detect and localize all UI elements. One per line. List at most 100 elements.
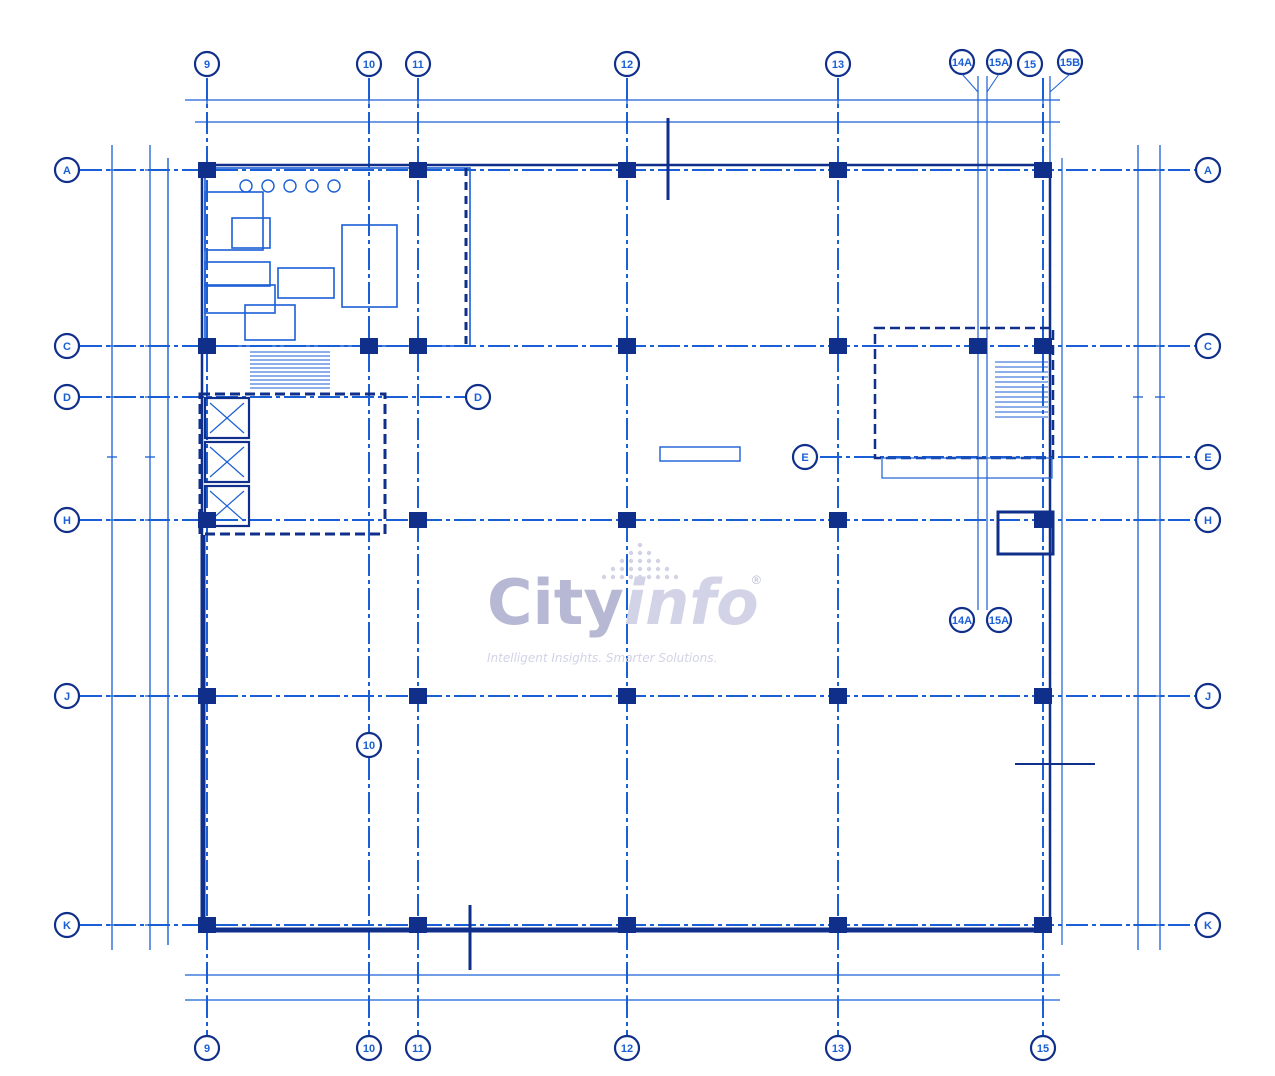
watermark-dot [646,550,652,556]
corridor [881,457,1053,479]
grid-bubble-label: 12 [621,59,633,71]
watermark-tagline: Intelligent Insights. Smarter Solutions. [487,651,717,665]
column [829,338,847,354]
grid-bubble-label: 11 [412,59,424,71]
room [277,267,335,299]
grid-bubble-K: K [1194,911,1222,939]
grid-bubble-circle [948,606,976,634]
watermark-dot [628,574,634,580]
grid-bubble-label: A [1204,165,1212,177]
grid-bubble-E: E [791,443,819,471]
grid-bubble-label: 14A [952,57,972,69]
column [1034,338,1052,354]
column [618,512,636,528]
stair-core [873,326,1055,460]
shaft [204,261,271,287]
watermark-dot [655,574,661,580]
column [969,338,987,354]
bubble-leader [1049,73,1071,93]
grid-lines [80,76,1195,1035]
grid-bubble-15A: 15A [985,606,1013,634]
grid-bubble-circle [404,50,432,78]
grid-bubble-D: D [464,383,492,411]
column [1034,162,1052,178]
grid-bubble-13: 13 [824,50,852,78]
grid-bubble-13: 13 [824,1034,852,1062]
grid-bubble-label: K [1204,920,1212,932]
grid-bubble-label: C [1204,341,1212,353]
grid-bubble-label: E [801,452,808,464]
watermark-dot [628,558,634,564]
grid-bubble-9: 9 [193,1034,221,1062]
grid-bubble-circle [613,1034,641,1062]
grid-bubble-J: J [53,682,81,710]
lift-cross [209,446,245,478]
grid-bubble-K: K [53,911,81,939]
grid-bubble-circle [1194,156,1222,184]
watermark-dot [628,550,634,556]
grid-bubble-circle [791,443,819,471]
grid-bubble-label: 13 [832,59,844,71]
watermark-registered-mark: ® [752,573,761,587]
grid-bubble-circle [355,50,383,78]
grid-bubble-label: H [1204,515,1212,527]
grid-bubble-label: J [1205,691,1211,703]
watermark-brand-dark: City [487,566,624,639]
grid-bubble-circle [355,1034,383,1062]
grid-bubble-label: 10 [363,1043,375,1055]
column [829,512,847,528]
lift-lobby [198,392,387,536]
column [618,917,636,933]
grid-bubble-15B: 15B [1056,48,1084,76]
grid-bubble-J: J [1194,682,1222,710]
watermark-dot [619,558,625,564]
column [1034,917,1052,933]
grid-bubble-H: H [53,506,81,534]
column [409,512,427,528]
watermark-brand-light: info [624,566,759,639]
grid-bubble-15A: 15A [985,48,1013,76]
grid-bubble-circle [193,1034,221,1062]
watermark-dot [637,542,643,548]
watermark-dot [637,566,643,572]
watermark-dot [637,550,643,556]
grid-bubble-label: J [64,691,70,703]
grid-bubble-E: E [1194,443,1222,471]
grid-bubble-circle [53,156,81,184]
grid-bubble-10: 10 [355,1034,383,1062]
store [244,304,296,341]
grid-bubble-label: 10 [363,59,375,71]
lobby [341,224,398,308]
core-block [204,167,471,347]
watermark-dot [664,566,670,572]
toilet-room [231,217,271,249]
grid-bubble-label: 15 [1037,1043,1049,1055]
watermark-dot [673,574,679,580]
grid-bubble-label: 11 [412,1043,424,1055]
watermark-dot [655,558,661,564]
grid-bubble-H: H [1194,506,1222,534]
watermark-dot [655,566,661,572]
grid-bubble-circle [1029,1034,1057,1062]
bubble-leader [961,73,979,93]
column [618,688,636,704]
toilet-block [204,191,264,251]
watermark-dot [619,566,625,572]
grid-bubble-circle [985,606,1013,634]
cityinfo-watermark: Cityinfo ® Intelligent Insights. Smarter… [487,542,761,665]
column [618,338,636,354]
grid-bubble-circle [1194,682,1222,710]
column [409,917,427,933]
wc-fixture [239,179,253,193]
column [198,338,216,354]
building-structure [107,95,1165,1005]
grid-bubble-circle [404,1034,432,1062]
watermark-dot [610,574,616,580]
grid-bubble-A: A [53,156,81,184]
column [409,338,427,354]
grid-bubble-label: 15A [989,615,1009,627]
watermark-dot [601,574,607,580]
grid-bubble-label: 13 [832,1043,844,1055]
lift-cross [209,402,245,434]
